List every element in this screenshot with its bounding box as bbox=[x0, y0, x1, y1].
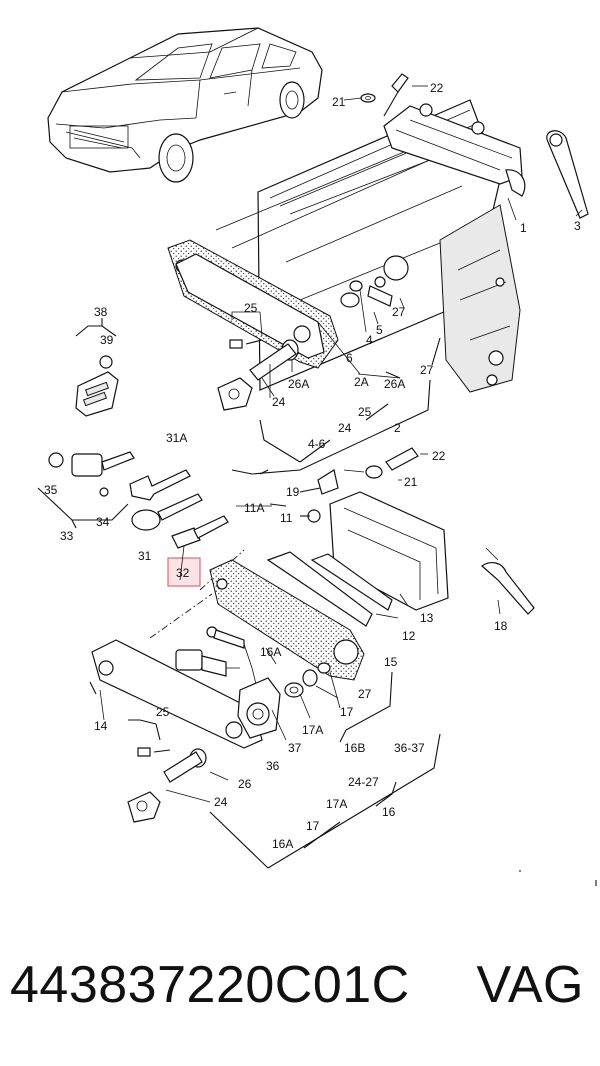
label-22-mid: 22 bbox=[432, 449, 446, 463]
part-13-trim bbox=[310, 553, 393, 611]
battery-39 bbox=[99, 355, 113, 369]
upper-pin-25 bbox=[229, 339, 243, 349]
car-illustration bbox=[47, 27, 323, 183]
label-24-27: 24-27 bbox=[348, 775, 379, 789]
handle-carrier bbox=[439, 204, 521, 393]
label-24-bracket: 24 bbox=[338, 421, 352, 435]
label-21-top: 21 bbox=[332, 95, 346, 109]
label-2A: 2A bbox=[354, 375, 369, 389]
label-27-lower: 27 bbox=[358, 687, 372, 701]
part-19-clip bbox=[317, 469, 339, 495]
label-26A-bracket: 26A bbox=[384, 377, 405, 391]
label-21-mid: 21 bbox=[404, 475, 418, 489]
remote-fob bbox=[75, 371, 119, 417]
label-24-lower: 24 bbox=[214, 795, 228, 809]
label-37: 37 bbox=[288, 741, 302, 755]
label-16A-bottom: 16A bbox=[272, 837, 293, 851]
label-17-bottom: 17 bbox=[306, 819, 320, 833]
lower-handle-assembly bbox=[91, 559, 365, 823]
brand-name: VAG bbox=[476, 956, 584, 1014]
callout-labels: 1 2 2A 3 4 4-6 5 6 11 11A 12 13 14 15 16… bbox=[44, 81, 581, 851]
keys-group bbox=[37, 318, 229, 549]
part-5-clip bbox=[367, 285, 393, 307]
label-12: 12 bbox=[402, 629, 416, 643]
label-16A-top: 16A bbox=[260, 645, 281, 659]
label-17-right: 17 bbox=[340, 705, 354, 719]
label-26-lower: 26 bbox=[238, 777, 252, 791]
highlight-part-32[interactable] bbox=[167, 557, 201, 587]
washer-21-top bbox=[360, 93, 376, 103]
part-number: 443837220C01C bbox=[10, 956, 410, 1014]
key-32-head bbox=[171, 527, 201, 549]
key-31A bbox=[129, 469, 191, 501]
label-33: 33 bbox=[60, 529, 74, 543]
upper-handle-assembly bbox=[167, 73, 589, 411]
label-14: 14 bbox=[94, 719, 108, 733]
lower-pin-25 bbox=[137, 747, 151, 757]
label-27-bracket: 27 bbox=[420, 363, 434, 377]
washer-21-mid bbox=[365, 465, 383, 479]
label-35: 35 bbox=[44, 483, 58, 497]
label-5: 5 bbox=[376, 323, 383, 337]
part-35-cap bbox=[48, 452, 64, 468]
part-12-insert bbox=[266, 551, 373, 627]
label-15: 15 bbox=[384, 655, 398, 669]
label-1: 1 bbox=[520, 221, 527, 235]
label-36-37: 36-37 bbox=[394, 741, 425, 755]
label-2: 2 bbox=[394, 421, 401, 435]
label-6: 6 bbox=[346, 351, 353, 365]
part-4-spring bbox=[340, 292, 360, 308]
middle-bracket-lines bbox=[149, 453, 501, 639]
part-18-lever bbox=[481, 562, 535, 615]
label-13: 13 bbox=[420, 611, 434, 625]
upper-bracket-lines bbox=[231, 289, 441, 475]
lower-key-24 bbox=[127, 791, 161, 823]
leader-lines bbox=[99, 85, 583, 721]
part-3-lever bbox=[546, 130, 589, 219]
label-34: 34 bbox=[96, 515, 110, 529]
middle-handle-assembly bbox=[266, 447, 535, 627]
label-17A-mid: 17A bbox=[302, 723, 323, 737]
label-4: 4 bbox=[366, 333, 373, 347]
label-36: 36 bbox=[266, 759, 280, 773]
label-3: 3 bbox=[574, 219, 581, 233]
label-16: 16 bbox=[382, 805, 396, 819]
lower-gasket bbox=[209, 559, 365, 681]
label-24-upper: 24 bbox=[272, 395, 286, 409]
label-18: 18 bbox=[494, 619, 508, 633]
label-17A-bottom: 17A bbox=[326, 797, 347, 811]
screw-22-top bbox=[391, 73, 409, 93]
ring-17A bbox=[284, 682, 304, 698]
label-27-upper: 27 bbox=[392, 305, 406, 319]
label-4-6: 4-6 bbox=[308, 437, 326, 451]
lower-bracket-lines bbox=[89, 647, 597, 886]
part-34-spring bbox=[99, 487, 109, 497]
label-11A: 11A bbox=[244, 501, 264, 515]
label-39: 39 bbox=[100, 333, 114, 347]
label-25-upper: 25 bbox=[244, 301, 258, 315]
label-38: 38 bbox=[94, 305, 108, 319]
label-31A: 31A bbox=[166, 431, 187, 445]
lock-opening bbox=[383, 255, 409, 281]
label-31: 31 bbox=[138, 549, 152, 563]
ring-27-lower bbox=[302, 669, 318, 687]
label-22-top: 22 bbox=[430, 81, 444, 95]
lower-handle-grip bbox=[91, 639, 263, 749]
label-25-lower: 25 bbox=[156, 705, 170, 719]
screw-22-mid bbox=[385, 447, 419, 471]
transponder-key-head bbox=[71, 453, 103, 477]
upper-key-24 bbox=[217, 377, 253, 411]
connector-16A bbox=[175, 649, 203, 671]
label-16B: 16B bbox=[344, 741, 365, 755]
label-11: 11 bbox=[280, 511, 293, 525]
label-26A-upper: 26A bbox=[288, 377, 309, 391]
upper-handle-grip bbox=[175, 253, 325, 359]
label-19: 19 bbox=[286, 485, 300, 499]
label-32: 32 bbox=[176, 566, 190, 580]
key-31-head bbox=[131, 509, 161, 531]
label-25-bracket: 25 bbox=[358, 405, 372, 419]
footer-caption: 443837220C01C VAG bbox=[10, 955, 590, 1025]
